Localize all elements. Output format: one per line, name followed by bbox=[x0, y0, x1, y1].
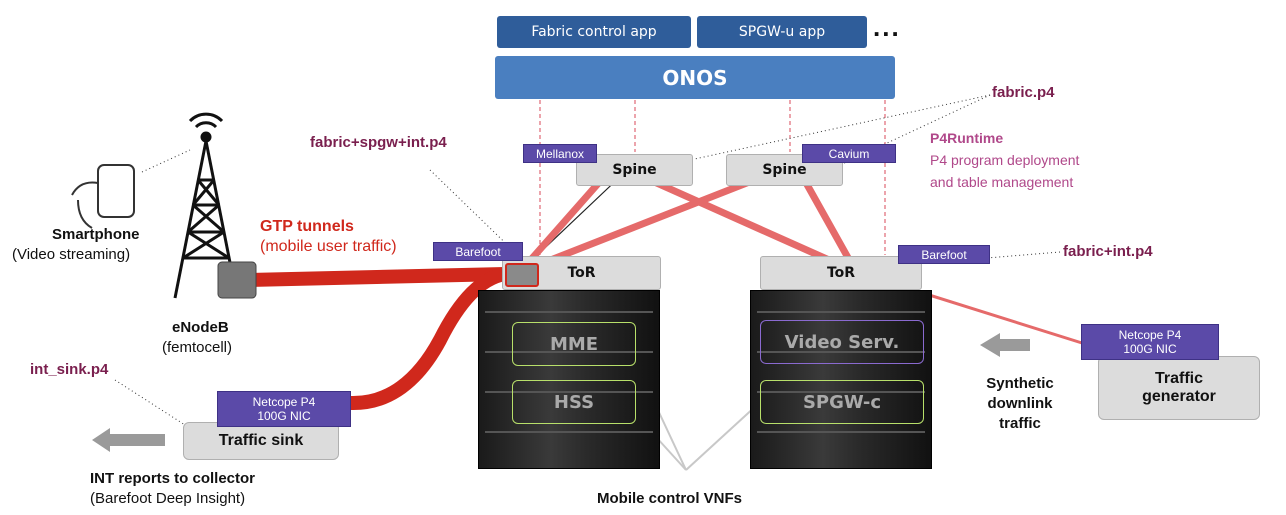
arrow-left-icon bbox=[980, 333, 1030, 357]
server-rack-right bbox=[750, 290, 932, 469]
spgw-u-app-button[interactable]: SPGW-u app bbox=[697, 16, 867, 48]
traffic-generator-line2: generator bbox=[1142, 388, 1216, 405]
onos-controller: ONOS bbox=[495, 56, 895, 99]
int-reports-title: INT reports to collector bbox=[90, 470, 256, 487]
vnf-video-server: Video Serv. bbox=[760, 320, 924, 364]
enodeb-title: eNodeB bbox=[172, 319, 229, 336]
vnf-mme: MME bbox=[512, 322, 636, 366]
smartphone-subtitle: (Video streaming) bbox=[12, 246, 131, 263]
label-int-sink-p4: int_sink.p4 bbox=[30, 361, 109, 378]
pointer-fabric-int bbox=[864, 251, 1061, 269]
p4runtime-line2: and table management bbox=[930, 174, 1074, 190]
vnf-spgw-c: SPGW-c bbox=[760, 380, 924, 424]
synthetic-line1: Synthetic bbox=[986, 375, 1054, 392]
traffic-sink-box[interactable]: Traffic sink bbox=[183, 422, 339, 460]
fabric-control-app-button[interactable]: Fabric control app bbox=[497, 16, 691, 48]
tor-right-label: ToR bbox=[826, 265, 856, 281]
nic-generator-line1: Netcope P4 bbox=[1118, 328, 1182, 342]
server-rack-left bbox=[478, 290, 660, 469]
enodeb-radio-box bbox=[217, 261, 257, 299]
int-reports-subtitle: (Barefoot Deep Insight) bbox=[90, 490, 246, 507]
gtp-tunnel-sink bbox=[343, 267, 512, 411]
smartphone-title: Smartphone bbox=[52, 226, 140, 243]
tor-switch-right[interactable]: ToR bbox=[760, 256, 922, 290]
vendor-tag-mellanox: Mellanox bbox=[523, 144, 597, 163]
mobile-control-vnfs-label: Mobile control VNFs bbox=[597, 490, 743, 507]
netcope-nic-generator: Netcope P4 100G NIC bbox=[1081, 324, 1219, 360]
nic-generator-line2: 100G NIC bbox=[1123, 342, 1177, 356]
spine-left-label: Spine bbox=[612, 162, 657, 178]
vendor-tag-barefoot-right: Barefoot bbox=[898, 245, 990, 264]
traffic-generator-line1: Traffic bbox=[1154, 370, 1203, 387]
traffic-generator-box[interactable]: Traffic generator bbox=[1098, 356, 1260, 420]
tor-left-label: ToR bbox=[567, 265, 596, 281]
synthetic-line2: downlink bbox=[987, 395, 1053, 412]
label-fabric-p4: fabric.p4 bbox=[992, 84, 1055, 101]
label-fabric-int-p4: fabric+int.p4 bbox=[1063, 243, 1153, 260]
gtp-tunnel-enodeb bbox=[243, 267, 512, 287]
nic-sink-line2: 100G NIC bbox=[257, 409, 311, 423]
pointer-spgwc bbox=[685, 404, 758, 471]
enodeb-subtitle: (femtocell) bbox=[162, 339, 233, 356]
p4runtime-line1: P4 program deployment bbox=[930, 152, 1080, 168]
vnf-hss: HSS bbox=[512, 380, 636, 424]
netcope-nic-sink: Netcope P4 100G NIC bbox=[217, 391, 351, 427]
p4runtime-title: P4Runtime bbox=[930, 130, 1004, 146]
synthetic-line3: traffic bbox=[999, 415, 1041, 432]
pointer-smartphone bbox=[141, 149, 191, 173]
label-fabric-spgw-int-p4: fabric+spgw+int.p4 bbox=[310, 134, 447, 151]
spine-right-label: Spine bbox=[762, 162, 807, 178]
smartphone-icon bbox=[71, 164, 135, 229]
gtp-tunnels-title: GTP tunnels bbox=[260, 218, 354, 235]
spine-switch-left[interactable]: Spine bbox=[576, 154, 693, 186]
vendor-tag-cavium: Cavium bbox=[802, 144, 896, 163]
more-apps-ellipsis: ... bbox=[873, 12, 901, 42]
pointer-int-sink bbox=[114, 379, 186, 426]
gtp-tunnels-subtitle: (mobile user traffic) bbox=[260, 238, 397, 255]
arrow-left-icon bbox=[92, 428, 165, 452]
tor-left-port bbox=[505, 263, 539, 287]
traffic-sink-label: Traffic sink bbox=[218, 432, 304, 449]
nic-sink-line1: Netcope P4 bbox=[252, 395, 316, 409]
vendor-tag-barefoot-left: Barefoot bbox=[433, 242, 523, 261]
